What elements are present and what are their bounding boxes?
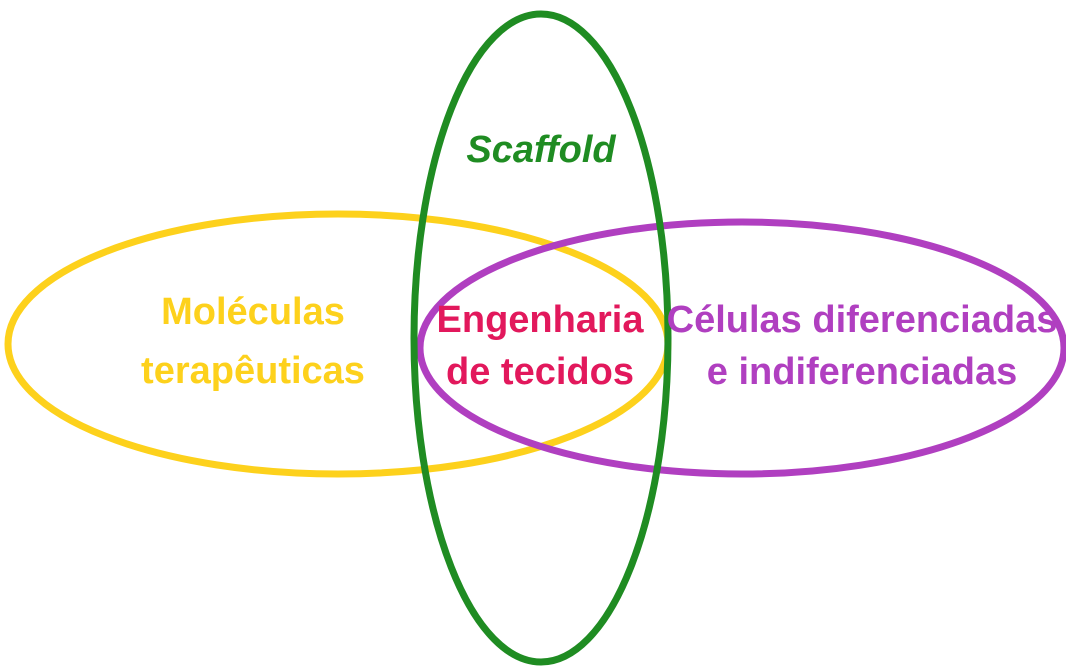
label-celulas-line-2: e indiferenciadas <box>707 351 1017 393</box>
ellipse-scaffold <box>410 10 672 666</box>
ellipse-celulas <box>416 218 1066 478</box>
label-celulas-line-1: Células diferenciadas <box>667 299 1058 341</box>
label-moleculas-line-2: terapêuticas <box>141 350 365 392</box>
label-scaffold: Scaffold <box>466 129 616 171</box>
label-moleculas-line-1: Moléculas <box>161 291 345 333</box>
label-intersection-line-1: Engenharia <box>437 299 645 341</box>
label-intersection-line-2: de tecidos <box>446 351 634 393</box>
ellipse-moleculas-terapeuticas <box>4 210 672 478</box>
